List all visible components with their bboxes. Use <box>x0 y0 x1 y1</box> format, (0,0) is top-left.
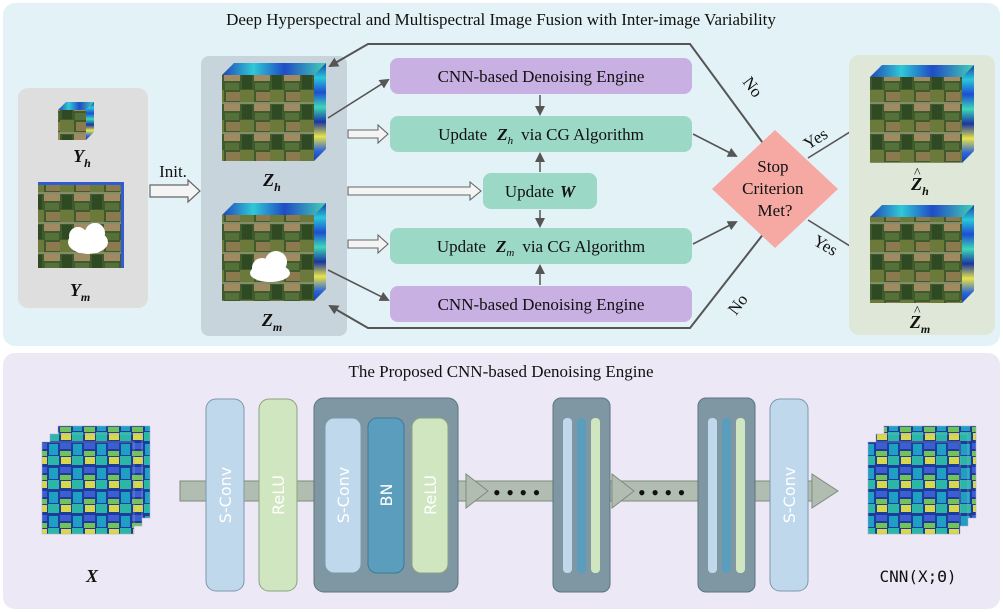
update-zm-block <box>390 228 692 264</box>
ellipsis-1: • • • • <box>493 480 540 505</box>
denoise-block-bottom <box>390 286 692 322</box>
update-w-block <box>483 173 597 209</box>
zm-hat-label: Zm <box>909 312 930 336</box>
layer-relu-1 <box>258 398 298 592</box>
init-arrow <box>149 178 201 204</box>
denoise-block-top-label: CNN-based Denoising Engine <box>438 67 645 86</box>
mini-bn-2 <box>722 418 731 573</box>
stop-criterion-decision <box>712 130 838 248</box>
yh-image-cube <box>58 102 94 140</box>
zm-hat-accent: ^ <box>914 304 921 319</box>
zh-image-cube <box>222 63 326 161</box>
mini-relu-2 <box>736 418 745 573</box>
layer-sconv-1 <box>205 398 245 592</box>
zh-hat-label: Zh <box>910 174 929 198</box>
flow-arrowhead-1 <box>465 472 489 510</box>
hollow-arrows <box>347 123 482 255</box>
zh-hat-image-cube <box>870 65 974 163</box>
layer-sconv-2 <box>324 417 362 574</box>
no-loop-paths <box>328 43 769 329</box>
zm-image-cube <box>222 203 326 301</box>
layer-bn <box>367 417 405 574</box>
zh-hat-accent: ^ <box>914 166 921 181</box>
mini-sconv-1 <box>563 418 572 573</box>
decision-text: Stop Criterion Met? <box>742 157 808 220</box>
layer-sconv-1-label: S-Conv <box>216 467 235 524</box>
output-image-stack <box>867 425 977 535</box>
input-x-label: X <box>85 566 99 586</box>
zh-label: Zh <box>262 170 281 194</box>
layer-relu-1-label: ReLU <box>269 475 288 515</box>
init-label: Init. <box>159 162 187 181</box>
denoise-block-top <box>390 58 692 94</box>
denoise-block-bottom-label: CNN-based Denoising Engine <box>438 295 645 314</box>
update-zh-block <box>390 116 692 152</box>
yh-label: Yh <box>73 146 91 170</box>
layer-relu-2-label: ReLU <box>421 475 440 515</box>
layer-sconv-2-label: S-Conv <box>334 467 353 524</box>
zm-label: Zm <box>261 310 282 334</box>
layer-sconv-final-label: S-Conv <box>780 467 799 524</box>
input-x-image-stack <box>41 425 151 535</box>
layer-relu-2 <box>411 417 449 574</box>
ym-label: Ym <box>70 280 90 304</box>
top-panel-title: Deep Hyperspectral and Multispectral Ima… <box>226 10 776 29</box>
layer-sconv-final <box>769 398 809 592</box>
output-label: CNN(X;Θ) <box>879 567 956 586</box>
flow-arrowhead-3 <box>811 473 839 509</box>
feedback-arrows <box>327 78 738 301</box>
layer-bn-label: BN <box>377 484 396 507</box>
bottom-panel-title: The Proposed CNN-based Denoising Engine <box>348 362 653 381</box>
flow-arrowhead-2 <box>611 472 635 510</box>
ym-image <box>38 182 124 268</box>
ellipsis-2: • • • • <box>638 480 685 505</box>
mini-sconv-2 <box>708 418 717 573</box>
mini-relu-1 <box>591 418 600 573</box>
zm-hat-image-cube <box>870 205 974 303</box>
mini-bn-1 <box>577 418 586 573</box>
